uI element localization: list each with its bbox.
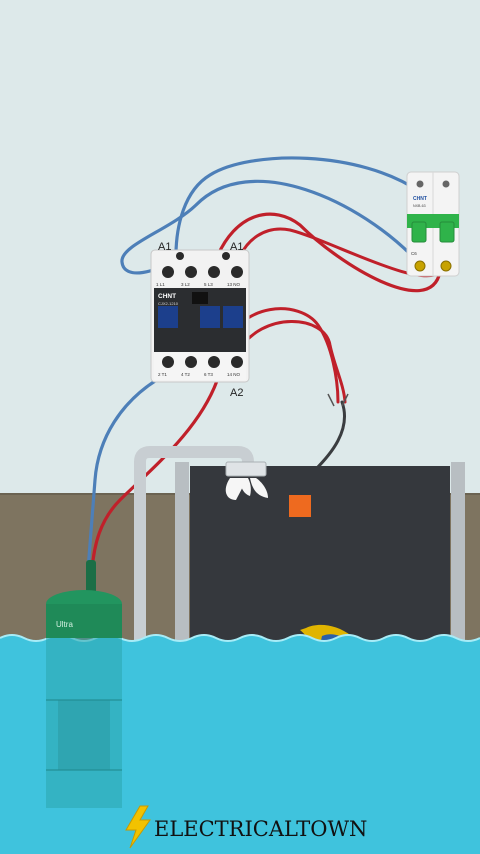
- pump-motor-section: [58, 700, 110, 770]
- terminal-screw: [176, 252, 184, 260]
- breaker-toggle-right[interactable]: [439, 221, 455, 243]
- terminal-screw: [162, 356, 174, 368]
- wire-strand: [341, 393, 349, 407]
- float-switch-weight: [289, 495, 311, 517]
- contactor-window: [158, 306, 178, 328]
- terminal-label: 13 NO: [227, 282, 241, 287]
- terminal-screw: [416, 180, 424, 188]
- terminal-screw: [208, 266, 220, 278]
- wire-blue-pump: [86, 373, 167, 572]
- contactor-bottom-terminals: 2 T1 4 T2 6 T3 14 NO: [158, 356, 243, 377]
- terminal-label: 14 NO: [227, 372, 241, 377]
- wire-joint: [327, 393, 349, 407]
- pump-cable-gland: [86, 560, 96, 594]
- breaker-model: NXB-63: [413, 204, 426, 208]
- pump-label: Ultra: [56, 620, 73, 629]
- terminal-label: 4 T2: [181, 372, 190, 377]
- pipe: [134, 446, 268, 642]
- pump-head: [46, 604, 122, 638]
- contactor-model: CJX2-1210: [158, 301, 179, 306]
- contactor: 1 L1 3 L2 5 L3 13 NO A1 A1 CHNT CJX2-121…: [150, 241, 250, 399]
- wire-red-pump: [90, 376, 220, 572]
- watermark-brand: ELECTRICALTOWN: [154, 817, 367, 841]
- terminal-screw: [414, 260, 426, 272]
- terminal-screw: [162, 266, 174, 278]
- terminal-screw: [231, 266, 243, 278]
- terminal-label: 1 L1: [156, 282, 165, 287]
- wire-blue-coil: [120, 179, 420, 275]
- wire-red-supply: [213, 212, 442, 293]
- wire-red-float-2: [236, 320, 347, 404]
- breaker-rating: C6: [411, 251, 417, 256]
- terminal-screw: [185, 356, 197, 368]
- terminal-screw: [185, 266, 197, 278]
- terminal-label: 5 L3: [204, 282, 213, 287]
- pipe-body: [134, 446, 254, 642]
- terminal-label: 2 T1: [158, 372, 167, 377]
- coil-label-a1: A1: [158, 241, 171, 253]
- wire-blue-supply: [174, 156, 422, 264]
- lightning-bolt-icon: [125, 805, 151, 849]
- water-splash: [240, 478, 251, 496]
- terminal-screw: [208, 356, 220, 368]
- terminal-screw: [222, 252, 230, 260]
- circuit-breaker: CHNT NXB-63 C6: [406, 171, 460, 277]
- breaker-toggle-left[interactable]: [411, 221, 427, 243]
- terminal-label: 6 T3: [204, 372, 213, 377]
- breaker-brand: CHNT: [413, 196, 427, 202]
- contactor-window: [223, 306, 243, 328]
- coil-label-a2: A2: [230, 387, 243, 399]
- contactor-window: [200, 306, 220, 328]
- contactor-brand: CHNT: [158, 293, 176, 300]
- terminal-screw: [442, 180, 450, 188]
- pipe-outlet: [225, 461, 267, 477]
- coil-label-a1-right: A1: [230, 241, 243, 253]
- terminal-label: 3 L2: [181, 282, 190, 287]
- wire-strand: [327, 393, 335, 407]
- terminal-screw: [231, 356, 243, 368]
- submersible-pump: Ultra: [46, 560, 122, 808]
- contactor-actuator: [192, 292, 208, 304]
- contactor-top-terminals: 1 L1 3 L2 5 L3 13 NO: [156, 252, 243, 287]
- terminal-screw: [440, 260, 452, 272]
- water-splash: [250, 478, 268, 498]
